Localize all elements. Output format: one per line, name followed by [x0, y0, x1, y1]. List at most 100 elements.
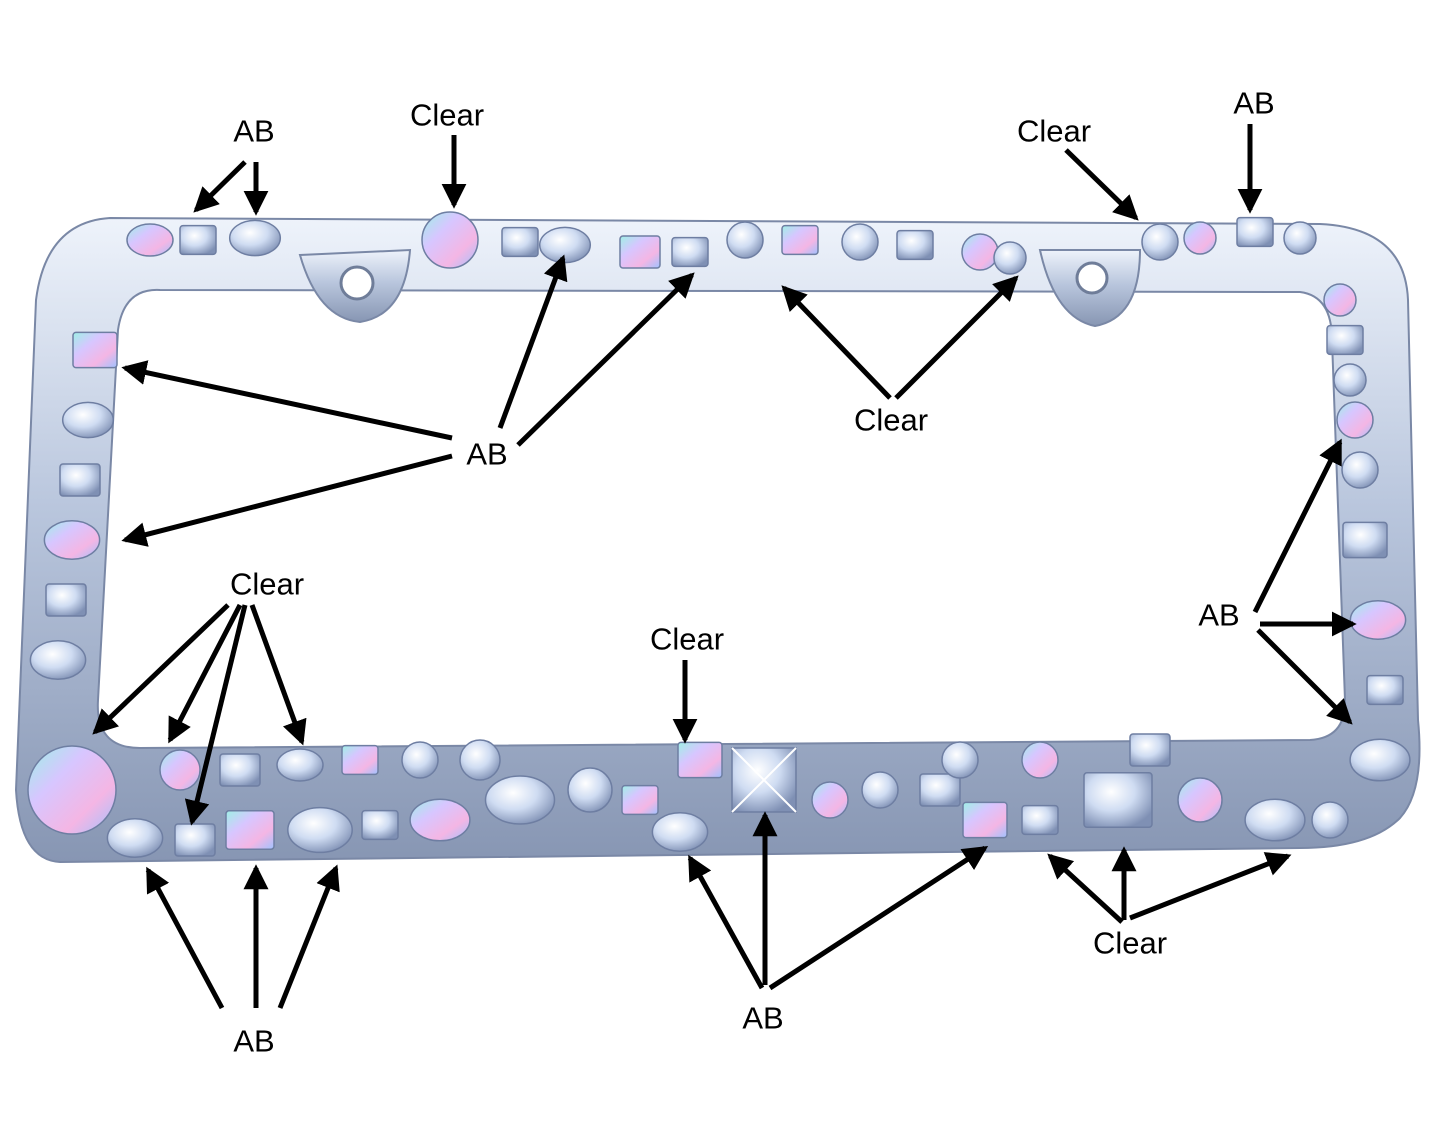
clear-rhinestone — [1326, 324, 1364, 356]
pyramid-gem-facets — [731, 747, 797, 813]
ab-rhinestone — [1349, 600, 1407, 640]
clear-rhinestone — [361, 809, 399, 841]
ab-rhinestone — [781, 224, 819, 256]
clear-bottom-left-arrow-c — [184, 604, 248, 826]
ab-bottom-left-arrow-a — [145, 866, 225, 1010]
clear-rhinestone — [726, 221, 764, 259]
ab-left-arrow-d — [516, 272, 695, 447]
label-clear-bottom-left: Clear — [229, 566, 305, 602]
ab-rhinestone — [126, 223, 174, 257]
ab-rhinestone — [421, 211, 479, 269]
ab-rhinestone — [1183, 221, 1217, 255]
ab-rhinestone — [677, 741, 723, 779]
ab-rhinestone — [1323, 283, 1357, 317]
clear-rhinestone — [484, 775, 556, 825]
clear-rhinestone — [45, 583, 87, 617]
clear-rhinestone — [1342, 521, 1388, 559]
mounting-hole-right — [1075, 261, 1109, 295]
clear-rhinestone — [219, 753, 261, 787]
clear-rhinestone — [59, 463, 101, 497]
clear-rhinestone — [1333, 363, 1367, 397]
clear-rhinestone — [401, 741, 439, 779]
clear-rhinestone — [1283, 221, 1317, 255]
clear-rhinestone — [671, 236, 709, 268]
ab-rhinestone — [43, 520, 101, 560]
ab-rhinestone — [27, 745, 117, 835]
ab-rhinestone — [961, 233, 999, 271]
label-ab-left-center: AB — [466, 436, 508, 472]
clear-rhinestone — [179, 224, 217, 256]
ab-right-arrow-a — [1252, 438, 1343, 614]
clear-rhinestone — [1236, 216, 1274, 248]
clear-rhinestone — [1244, 798, 1306, 842]
clear-bottom-left-arrow-d — [249, 604, 307, 746]
ab-rhinestone — [72, 331, 118, 369]
clear-rhinestone — [1341, 451, 1379, 489]
clear-rhinestone — [861, 771, 899, 809]
ab-rhinestone — [619, 235, 661, 269]
clear-rhinestone — [841, 223, 879, 261]
ab-rhinestone — [159, 749, 201, 791]
license-plate-frame — [14, 216, 1421, 864]
ab-bottom-center-arrow-a — [687, 854, 765, 990]
clear-bottom-right-arrow-c — [1129, 852, 1292, 921]
clear-rhinestone — [538, 226, 592, 264]
ab-rhinestone — [1177, 777, 1223, 823]
label-ab-top-right: AB — [1233, 85, 1275, 121]
clear-rhinestone — [651, 812, 709, 852]
clear-rhinestone — [1311, 801, 1349, 839]
clear-rhinestone — [919, 773, 961, 807]
clear-top-center-arrow-a — [781, 285, 892, 400]
clear-rhinestone — [61, 401, 115, 439]
clear-rhinestone — [1129, 733, 1171, 767]
mounting-hole-left — [339, 265, 375, 301]
clear-rhinestone — [941, 741, 979, 779]
clear-rhinestone — [567, 767, 613, 813]
label-ab-bottom-left: AB — [233, 1023, 275, 1059]
label-clear-top-right: Clear — [1016, 113, 1092, 149]
label-clear-bottom-center: Clear — [649, 621, 725, 657]
label-ab-top-left: AB — [233, 113, 275, 149]
label-clear-top-left: Clear — [409, 97, 485, 133]
clear-rhinestone — [1141, 223, 1179, 261]
clear-bottom-right-arrow-a — [1047, 853, 1124, 924]
label-clear-top-center: Clear — [853, 402, 929, 438]
ab-rhinestone — [341, 744, 379, 776]
label-clear-bottom-right: Clear — [1092, 925, 1168, 961]
clear-rhinestone — [276, 748, 324, 782]
clear-rhinestone — [1021, 804, 1059, 836]
arrows — [92, 124, 1357, 1010]
clear-rhinestone — [896, 229, 934, 261]
rhinestone-gems — [27, 211, 1411, 858]
frame-outer-edge — [14, 216, 1421, 864]
ab-left-arrow-a — [121, 360, 453, 441]
clear-top-center-arrow-b — [894, 275, 1019, 400]
clear-rhinestone — [228, 219, 282, 257]
ab-left-arrow-c — [497, 254, 568, 429]
clear-rhinestone — [1349, 738, 1411, 782]
clear-rhinestone — [106, 818, 164, 858]
clear-rhinestone — [174, 823, 216, 857]
ab-bottom-center-arrow-c — [768, 845, 989, 991]
clear-bottom-left-arrow-a — [92, 603, 230, 735]
ab-rhinestone — [409, 798, 471, 842]
clear-rhinestone — [1083, 772, 1153, 828]
clear-rhinestone — [993, 241, 1027, 275]
ab-rhinestone — [225, 810, 275, 850]
label-ab-right: AB — [1198, 597, 1240, 633]
clear-rhinestone — [1366, 674, 1404, 706]
clear-rhinestone — [29, 640, 87, 680]
label-ab-bottom-center: AB — [742, 1000, 784, 1036]
ab-rhinestone — [621, 784, 659, 816]
clear-bottom-left-arrow-b — [167, 603, 243, 744]
ab-bottom-left-arrow-c — [277, 864, 340, 1009]
ab-rhinestone — [1336, 401, 1374, 439]
clear-top-right-arrow — [1064, 148, 1139, 221]
ab-rhinestone — [811, 781, 849, 819]
ab-left-arrow-b — [121, 453, 453, 547]
clear-rhinestone — [459, 739, 501, 781]
clear-rhinestone — [501, 226, 539, 258]
ab-rhinestone — [1021, 741, 1059, 779]
